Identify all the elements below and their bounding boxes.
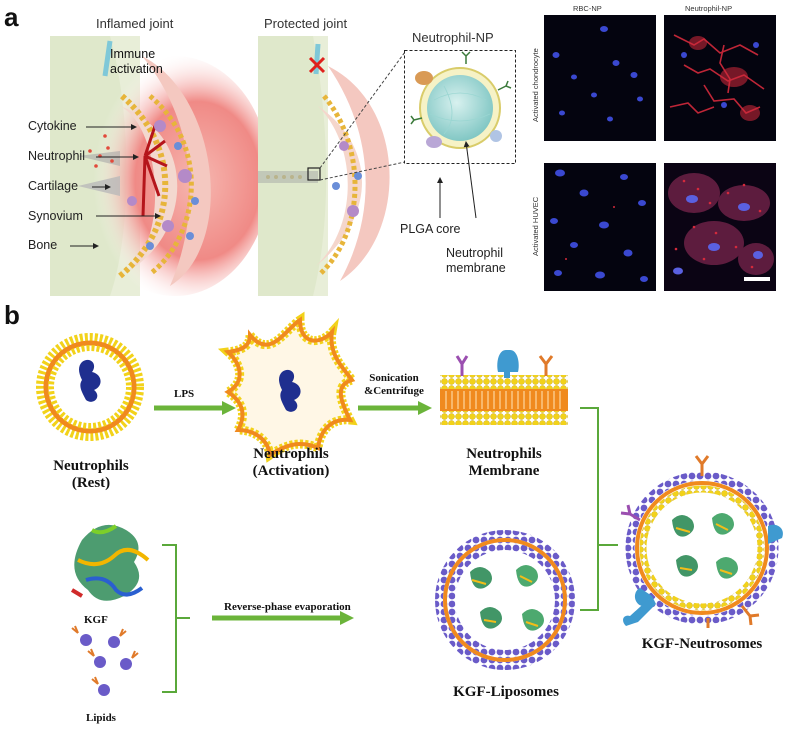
kgf-liposome: [435, 530, 575, 670]
cytokine-label: Cytokine: [28, 119, 77, 133]
panel-b-letter: b: [4, 300, 20, 330]
neutrophil-label: Neutrophil: [28, 149, 85, 163]
neutrophils-membrane-label: Neutrophils Membrane: [440, 446, 568, 481]
kgf-protein: [70, 524, 150, 601]
neutrophil-np-illustration: [404, 50, 516, 164]
micro-col-neutrophil-np: Neutrophil-NP: [685, 4, 733, 13]
immune-activation-line1: Immune: [110, 47, 156, 61]
neutrophil-np-title: Neutrophil-NP: [412, 30, 494, 45]
micro-neutrophil-huvec: [664, 163, 776, 291]
inflamed-joint-illustration: [50, 36, 270, 296]
protected-joint-title: Protected joint: [264, 16, 348, 31]
neutrophils-activation-line2: (Activation): [252, 463, 330, 480]
protected-joint-illustration: [258, 36, 390, 296]
neutrophils-rest-line2: (Rest): [71, 475, 111, 492]
panel-a-letter: a: [4, 2, 19, 32]
neutrophils-activation-label: Neutrophils (Activation): [230, 446, 352, 481]
sonication-line2: &Centrifuge: [364, 384, 424, 397]
lipids-cluster: [71, 625, 139, 696]
neutrophil-membrane-line2: membrane: [446, 261, 506, 275]
lps-label: LPS: [174, 388, 195, 400]
kgf-label: KGF: [84, 614, 108, 626]
micro-rbc-huvec: [544, 163, 656, 291]
neutrophil-membrane-patch: [440, 350, 568, 425]
neutrophil-membrane-line1: Neutrophil: [446, 246, 503, 260]
lipids-label: Lipids: [86, 712, 116, 724]
neutrophils-membrane-line2: Membrane: [468, 463, 540, 480]
immune-activation-label: Immune activation: [110, 47, 163, 77]
bone-label: Bone: [28, 238, 58, 252]
micro-neutrophil-chondrocyte: [664, 15, 776, 141]
micro-rbc-chondrocyte: [544, 15, 656, 141]
neutrophils-membrane-line1: Neutrophils: [466, 446, 542, 462]
kgf-neutrosomes-label: KGF-Neutrosomes: [641, 636, 763, 652]
micro-col-rbc-np: RBC-NP: [573, 4, 602, 13]
plga-core-label: PLGA core: [400, 222, 461, 236]
neutrophils-rest-label: Neutrophils (Rest): [30, 458, 152, 493]
neutrophil-activated-cell: [217, 311, 360, 463]
synovium-label: Synovium: [28, 209, 83, 223]
kgf-neutrosome: [620, 455, 783, 628]
neutrophil-membrane-label: Neutrophil membrane: [446, 246, 506, 276]
sonication-label: Sonication &Centrifuge: [356, 372, 432, 397]
neutrophils-rest-line1: Neutrophils: [53, 458, 129, 474]
neutrophil-rest-cell: [36, 333, 144, 441]
cartilage-label: Cartilage: [28, 179, 79, 193]
inflamed-joint-title: Inflamed joint: [96, 16, 174, 31]
sonication-line1: Sonication: [369, 372, 419, 384]
immune-activation-line2: activation: [110, 62, 163, 76]
neutrophils-activation-line1: Neutrophils: [253, 446, 329, 462]
kgf-liposomes-label: KGF-Liposomes: [453, 684, 559, 700]
reverse-phase-label: Reverse-phase evaporation: [224, 601, 351, 613]
